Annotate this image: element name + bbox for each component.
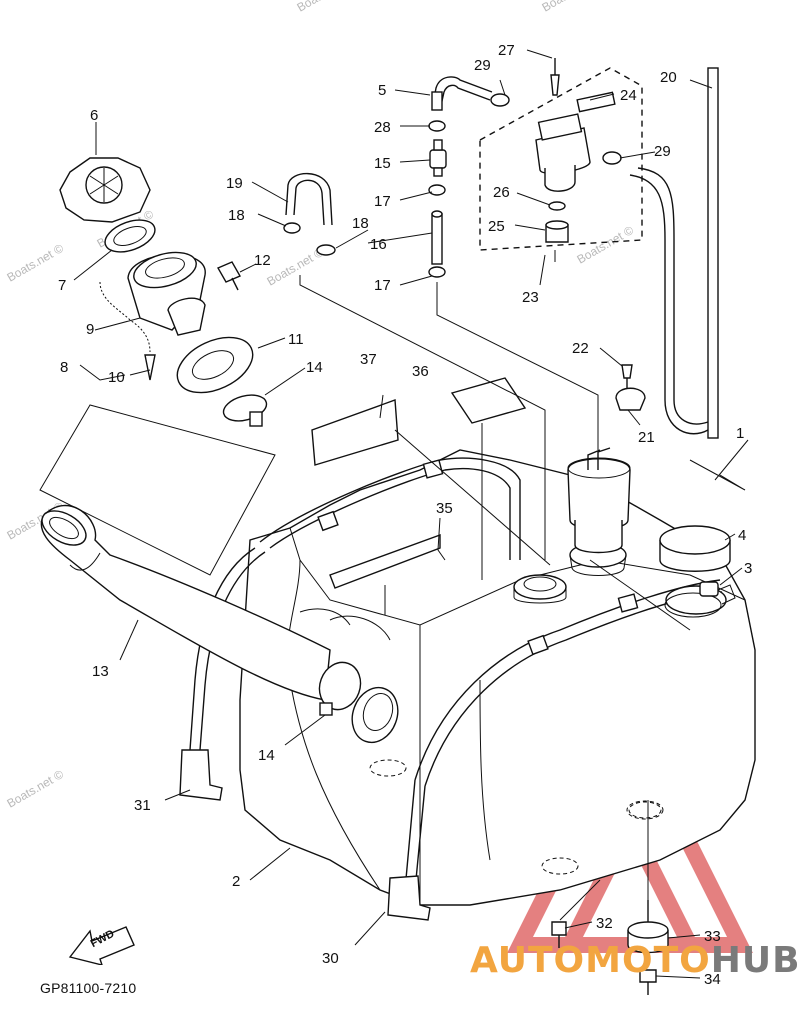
part-label-27: 27	[498, 42, 515, 59]
part-label-6: 6	[90, 107, 98, 124]
forward-arrow-icon	[68, 925, 138, 966]
part-label-22: 22	[572, 340, 589, 357]
part-label-29: 29	[654, 143, 671, 160]
part-label-3: 3	[744, 560, 752, 577]
part-label-24: 24	[620, 87, 637, 104]
part-label-1: 1	[736, 425, 744, 442]
part-label-21: 21	[638, 429, 655, 446]
watermark-text: Boats.net ©	[5, 767, 67, 811]
brand-word-last: HUB	[710, 940, 800, 981]
watermark-text: Boats.net ©	[575, 223, 637, 267]
filler-hose	[40, 504, 331, 701]
part-label-37: 37	[360, 351, 377, 368]
clamp-21	[615, 364, 646, 411]
hose-clamp-3	[664, 581, 722, 618]
part-label-17: 17	[374, 193, 391, 210]
small-clamps	[283, 93, 622, 278]
part-label-9: 9	[86, 321, 94, 338]
screw-12	[217, 261, 241, 291]
part-label-19: 19	[226, 175, 243, 192]
filler-gasket	[104, 219, 156, 253]
rubber-mount	[551, 800, 669, 995]
mounting-flange	[176, 336, 254, 394]
filler-neck	[99, 251, 206, 381]
part-label-18: 18	[352, 215, 369, 232]
part-label-15: 15	[374, 155, 391, 172]
leader-lines	[39, 49, 749, 979]
part-label-23: 23	[522, 289, 539, 306]
fuel-tank	[179, 449, 756, 921]
brand-word-first: AUTOMOTO	[470, 940, 711, 981]
part-label-31: 31	[134, 797, 151, 814]
watermark-text: Boats.net ©	[295, 0, 357, 15]
part-label-7: 7	[58, 277, 66, 294]
part-label-36: 36	[412, 363, 429, 380]
part-label-29: 29	[474, 57, 491, 74]
part-label-14: 14	[258, 747, 275, 764]
warning-labels	[311, 377, 527, 589]
part-label-34: 34	[704, 971, 721, 988]
diagram-code: GP81100-7210	[40, 980, 137, 996]
part-label-33: 33	[704, 928, 721, 945]
brand-wordmark: AUTOMOTOHUB	[470, 940, 800, 981]
part-label-26: 26	[493, 184, 510, 201]
watermark-text: Boats.net ©	[540, 0, 602, 15]
filler-cap	[59, 157, 151, 223]
part-label-8: 8	[60, 359, 68, 376]
part-label-2: 2	[232, 873, 240, 890]
fuel-pickup-unit	[567, 447, 631, 554]
fuel-sender-group	[479, 58, 643, 251]
part-label-12: 12	[254, 252, 271, 269]
part-label-11: 11	[288, 331, 304, 348]
part-label-28: 28	[374, 119, 391, 136]
vent-hose-20	[629, 67, 719, 439]
hose-clamp-14-lower	[318, 661, 362, 716]
hose-5	[431, 76, 493, 111]
part-label-25: 25	[488, 218, 505, 235]
part-label-18: 18	[228, 207, 245, 224]
part-label-32: 32	[596, 915, 613, 932]
hose-clamp-14-upper	[222, 394, 268, 427]
part-label-14: 14	[306, 359, 323, 376]
part-label-30: 30	[322, 950, 339, 967]
part-label-10: 10	[108, 369, 125, 386]
part-label-5: 5	[378, 82, 386, 99]
part-label-13: 13	[92, 663, 109, 680]
part-label-4: 4	[738, 527, 746, 544]
vent-cap	[659, 525, 731, 572]
hose-16	[431, 210, 443, 265]
breather-hose-19	[285, 172, 333, 226]
watermark-text: Boats.net ©	[5, 241, 67, 285]
part-label-35: 35	[436, 500, 453, 517]
part-label-20: 20	[660, 69, 677, 86]
fitting-15	[429, 139, 447, 177]
part-label-16: 16	[370, 236, 387, 253]
part-label-17: 17	[374, 277, 391, 294]
